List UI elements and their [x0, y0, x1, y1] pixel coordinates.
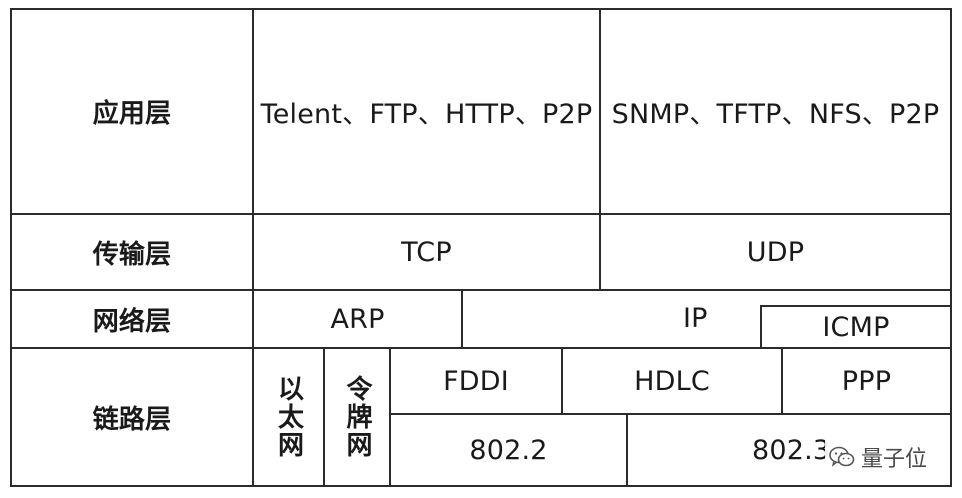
application-udp-protocols: SNMP、TFTP、NFS、P2P	[611, 99, 940, 130]
transport-layer-text: 传输层	[92, 239, 172, 270]
arp-cell: ARP	[252, 289, 463, 349]
ppp-text: PPP	[841, 365, 892, 397]
network-layer-label: 网络层	[10, 289, 254, 349]
application-udp-protocols-cell: SNMP、TFTP、NFS、P2P	[599, 8, 952, 215]
ethernet-cell: 以太网	[252, 347, 325, 487]
arp-text: ARP	[330, 303, 385, 335]
link-layer-text: 链路层	[92, 404, 172, 435]
hdlc-cell: HDLC	[561, 347, 783, 415]
ieee-802-2-cell: 802.2	[389, 413, 628, 487]
application-layer-text: 应用层	[92, 99, 172, 129]
application-layer-label: 应用层	[10, 8, 254, 215]
udp-text: UDP	[746, 236, 805, 268]
fddi-text: FDDI	[443, 365, 509, 397]
ieee-802-3-text: 802.3	[752, 434, 831, 466]
icmp-cell: ICMP	[760, 305, 952, 349]
ppp-cell: PPP	[781, 347, 952, 415]
tcp-text: TCP	[401, 236, 452, 268]
icmp-text: ICMP	[822, 311, 890, 343]
application-tcp-protocols: Telent、FTP、HTTP、P2P	[260, 99, 593, 130]
watermark: 量子位	[825, 440, 943, 474]
token-ring-cell: 令牌网	[323, 347, 391, 487]
network-layer-text: 网络层	[92, 306, 172, 337]
link-layer-label: 链路层	[10, 347, 254, 487]
ethernet-text: 以太网	[273, 375, 304, 459]
fddi-cell: FDDI	[389, 347, 563, 415]
udp-cell: UDP	[599, 213, 952, 291]
ip-text: IP	[683, 303, 708, 334]
transport-layer-label: 传输层	[10, 213, 254, 291]
tcp-cell: TCP	[252, 213, 601, 291]
ieee-802-2-text: 802.2	[469, 434, 548, 466]
token-ring-text: 令牌网	[342, 375, 372, 459]
application-tcp-protocols-cell: Telent、FTP、HTTP、P2P	[252, 8, 601, 215]
wechat-icon	[829, 446, 855, 467]
watermark-text: 量子位	[861, 447, 928, 472]
hdlc-text: HDLC	[634, 365, 710, 397]
